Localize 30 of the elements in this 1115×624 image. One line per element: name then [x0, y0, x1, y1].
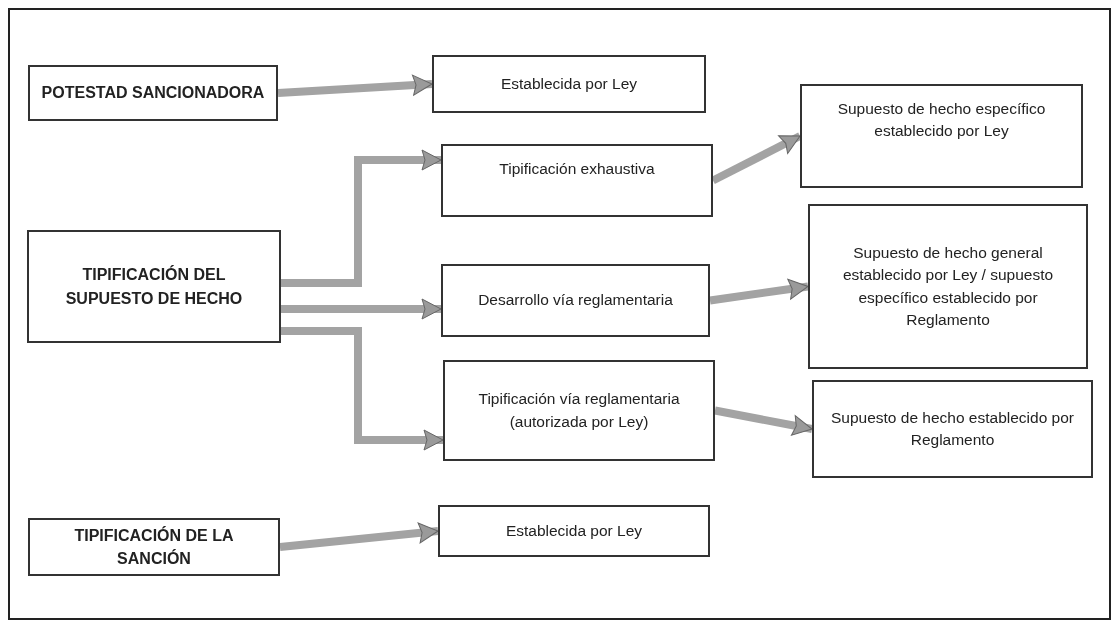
- heading-text: TIPIFICACIÓN DEL SUPUESTO DE HECHO: [64, 264, 244, 309]
- thick-arrow: [281, 149, 442, 287]
- text-box: [443, 360, 715, 461]
- text-box: [28, 518, 280, 576]
- text-box: [441, 144, 713, 217]
- text-box: [438, 505, 710, 557]
- box-text: Tipificación vía reglamentaria (autorizada por Ley): [477, 389, 681, 432]
- text-box: [800, 84, 1083, 188]
- thick-arrow: [711, 132, 802, 185]
- heading-text: POTESTAD SANCIONADORA: [41, 83, 265, 104]
- thick-arrow: [281, 327, 444, 451]
- thick-arrow: [277, 74, 433, 97]
- box-text: Establecida por Ley: [500, 73, 638, 94]
- heading-text: TIPIFICACIÓN DE LA SANCIÓN: [73, 525, 235, 569]
- text-box: [432, 55, 706, 113]
- thick-arrow: [709, 278, 809, 305]
- text-box: [808, 204, 1088, 369]
- thick-arrow: [714, 406, 813, 436]
- thick-arrow: [281, 298, 442, 320]
- text-box: [812, 380, 1093, 478]
- box-text: Supuesto de hecho general establecido por Ley / supuesto específico establecido por Reglamento: [841, 242, 1055, 330]
- text-box: [441, 264, 710, 337]
- box-text: Establecida por Ley: [505, 520, 643, 541]
- box-text: Desarrollo vía reglamentaria: [478, 290, 673, 311]
- box-text: Supuesto de hecho establecido por Reglamento: [830, 407, 1075, 450]
- text-box: [27, 230, 281, 343]
- thick-arrow: [279, 522, 439, 551]
- text-box: [28, 65, 278, 121]
- box-text: Supuesto de hecho específico establecido por Ley: [836, 99, 1047, 142]
- box-text: Tipificación exhaustiva: [499, 159, 655, 179]
